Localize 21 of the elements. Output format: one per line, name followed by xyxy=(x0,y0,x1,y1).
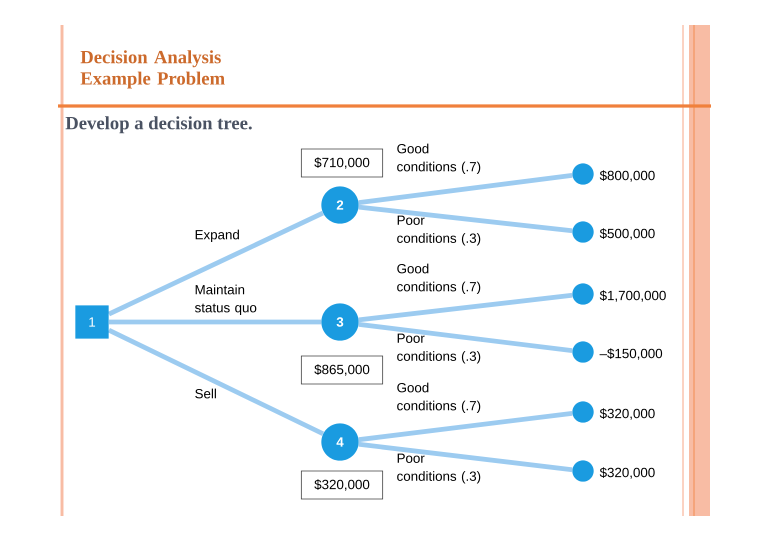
branch-label: Maintain status quo xyxy=(194,284,256,316)
value-box: $320,000 xyxy=(300,470,384,500)
subtitle: Develop a decision tree. xyxy=(66,116,252,134)
branch-label: Poor conditions (.3) xyxy=(397,334,480,364)
payoff-value: $800,000 xyxy=(600,170,655,182)
value-box: $710,000 xyxy=(300,148,384,178)
payoff-value: $1,700,000 xyxy=(600,290,666,302)
slide-title: Decision Analysis Example Problem xyxy=(80,50,225,89)
payoff-value: $320,000 xyxy=(600,467,655,479)
payoff-value: $320,000 xyxy=(600,408,655,420)
branch-label: Poor conditions (.3) xyxy=(397,216,480,246)
branch-label: Poor conditions (.3) xyxy=(397,454,480,484)
payoff-value: –$150,000 xyxy=(600,348,662,360)
branch-label: Expand xyxy=(196,230,239,242)
value-box: $865,000 xyxy=(300,356,384,384)
branch-label: Good conditions (.7) xyxy=(397,144,480,174)
branch-label: Good conditions (.7) xyxy=(397,382,480,414)
branch-label: Good conditions (.7) xyxy=(397,264,480,294)
branch-label: Sell xyxy=(195,388,216,398)
decision-square: 1 xyxy=(75,305,109,339)
payoff-value: $500,000 xyxy=(600,228,655,240)
